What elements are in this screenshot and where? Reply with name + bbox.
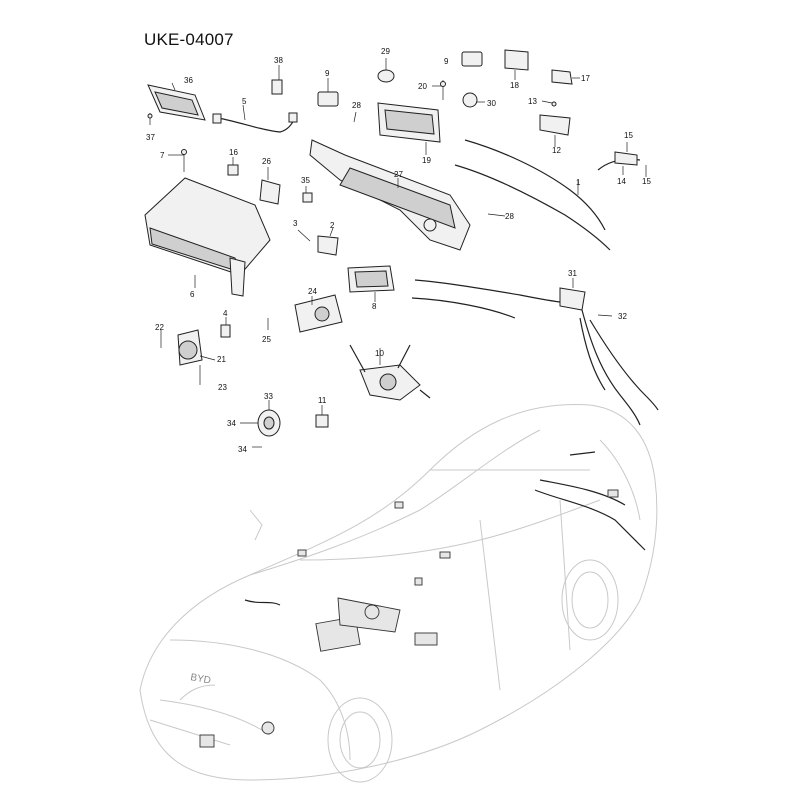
callout-22: 22 [155, 323, 164, 332]
callout-5: 5 [242, 97, 247, 106]
callout-8: 8 [372, 302, 377, 311]
part-13-screw [541, 100, 557, 107]
part-14-module [597, 142, 647, 177]
callout-28a: 28 [352, 101, 361, 110]
callout-19: 19 [422, 156, 431, 165]
part-9-sensor-left [317, 78, 339, 107]
part-29-sensor [377, 58, 395, 83]
part-30-switch [462, 92, 485, 108]
callout-14: 14 [617, 177, 626, 186]
part-33-buzzer [240, 400, 281, 448]
diagram-code: UKE-04007 [144, 30, 234, 49]
callout-16: 16 [229, 148, 238, 157]
callout-11: 11 [318, 396, 327, 405]
part-2-sensor [297, 227, 339, 256]
part-18-module [504, 49, 529, 80]
callout-34b: 34 [238, 445, 247, 454]
part-35-chip [302, 186, 313, 203]
part-10-column-switch [349, 344, 431, 401]
callout-2: 2 [330, 221, 335, 230]
part-21-speaker [160, 329, 216, 385]
part-1-harness [454, 139, 611, 251]
callout-23: 23 [218, 383, 227, 392]
part-27-beam [309, 111, 506, 251]
callout-26: 26 [262, 157, 271, 166]
part-7-bolt [168, 149, 187, 172]
part-37-screw [147, 113, 153, 125]
callout-37: 37 [146, 133, 155, 142]
callout-12: 12 [552, 146, 561, 155]
part-19-control-module [377, 102, 441, 155]
callout-21: 21 [217, 355, 226, 364]
part-26-bracket [259, 167, 281, 205]
callout-30: 30 [487, 99, 496, 108]
callout-9a: 9 [325, 69, 330, 78]
callout-38: 38 [274, 56, 283, 65]
part-31-module [411, 278, 659, 426]
callout-15b: 15 [642, 177, 651, 186]
callout-29: 29 [381, 47, 390, 56]
installed-parts [199, 451, 646, 748]
callout-10: 10 [375, 349, 384, 358]
callout-33: 33 [264, 392, 273, 401]
callout-24: 24 [308, 287, 317, 296]
callout-27: 27 [394, 170, 403, 179]
part-6-airbag-module [144, 177, 271, 297]
part-38-clip [271, 65, 283, 95]
part-12-bracket [539, 114, 571, 147]
callout-28b: 28 [505, 212, 514, 221]
callout-20: 20 [418, 82, 427, 91]
callout-7: 7 [160, 151, 165, 160]
callout-4: 4 [223, 309, 228, 318]
callout-1: 1 [576, 178, 581, 187]
part-16-clip [227, 157, 239, 176]
callout-15a: 15 [624, 131, 633, 140]
part-36-bracket [147, 82, 206, 121]
callout-17: 17 [581, 74, 590, 83]
callout-34a: 34 [227, 419, 236, 428]
part-17-sensor [551, 69, 580, 85]
part-9-sensor-right [461, 51, 483, 67]
callout-9b: 9 [444, 57, 449, 66]
brand-mark: BYD [189, 672, 211, 686]
callout-25: 25 [262, 335, 271, 344]
callout-13: 13 [528, 97, 537, 106]
callout-6: 6 [190, 290, 195, 299]
part-4-clip [220, 317, 231, 338]
callout-18: 18 [510, 81, 519, 90]
callout-labels: 1 2 3 4 5 6 7 8 9 9 10 11 12 13 14 15 15… [146, 47, 651, 454]
part-11-clip [315, 405, 329, 428]
callout-36: 36 [184, 76, 193, 85]
vehicle-outline: BYD [139, 403, 658, 783]
callout-31: 31 [568, 269, 577, 278]
callout-35: 35 [301, 176, 310, 185]
part-8-switch-block [347, 265, 395, 302]
callout-32: 32 [618, 312, 627, 321]
part-5-harness [212, 104, 298, 133]
part-20-bolt [432, 80, 446, 100]
part-24-module [267, 294, 343, 333]
callout-3: 3 [293, 219, 298, 228]
